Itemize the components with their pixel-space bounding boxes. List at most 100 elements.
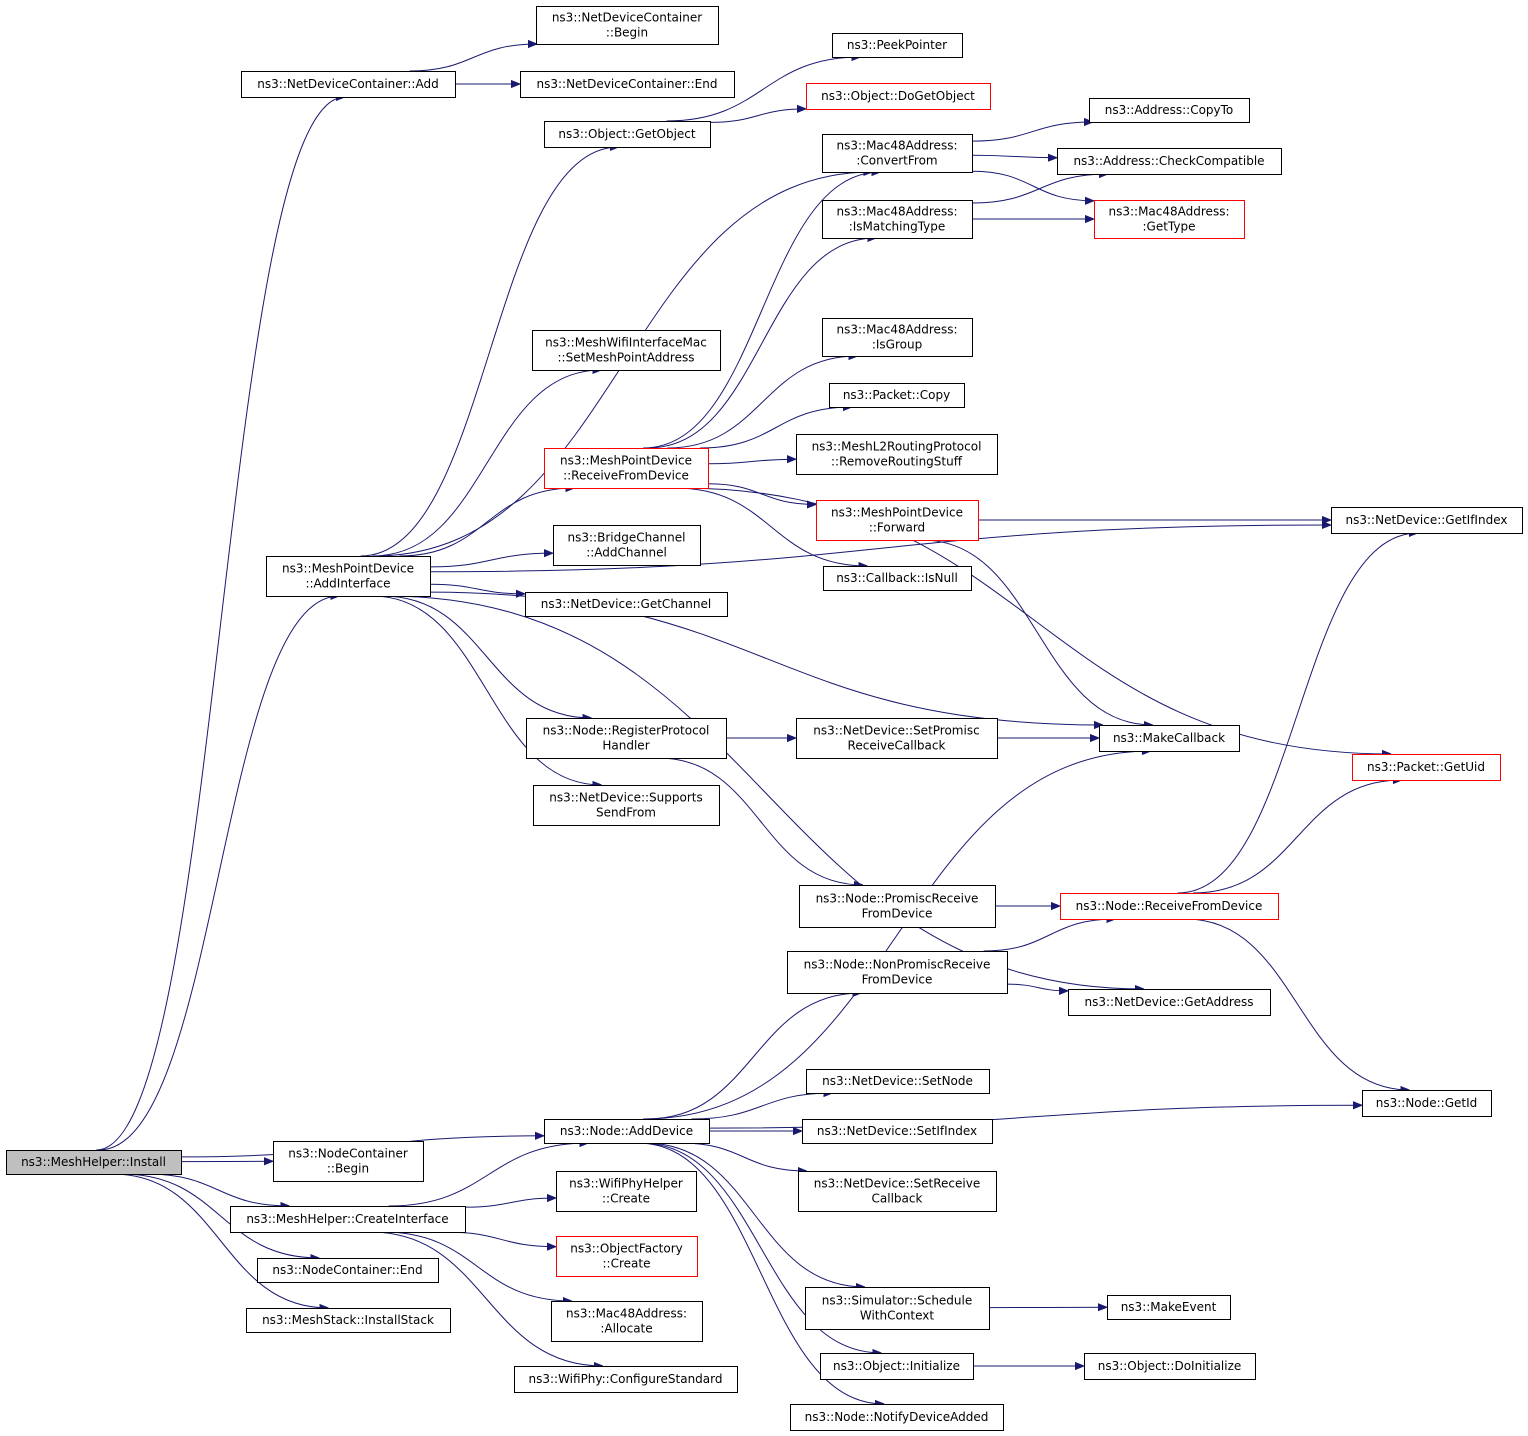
- node-label-ismatching-0: ns3::Mac48Address:: [837, 205, 958, 219]
- edge-mpd_recv-to-removerouting: [707, 459, 796, 465]
- node-getifindex[interactable]: ns3::NetDevice::GetIfIndex: [1331, 507, 1523, 534]
- node-installstack[interactable]: ns3::MeshStack::InstallStack: [246, 1308, 451, 1333]
- node-box-nc_end: [257, 1258, 439, 1283]
- node-addinterface[interactable]: ns3::MeshPointDevice::AddInterface: [266, 556, 431, 597]
- node-label-getchannel-0: ns3::NetDevice::GetChannel: [541, 597, 711, 611]
- node-install[interactable]: ns3::MeshHelper::Install: [6, 1150, 182, 1175]
- node-label-node_recv-0: ns3::Node::ReceiveFromDevice: [1076, 899, 1263, 913]
- node-label-doinitialize-0: ns3::Object::DoInitialize: [1098, 1359, 1242, 1373]
- node-configstd[interactable]: ns3::WifiPhy::ConfigureStandard: [514, 1366, 738, 1393]
- node-label-allocate-0: ns3::Mac48Address:: [566, 1307, 687, 1321]
- node-label-convertfrom-1: :ConvertFrom: [856, 154, 937, 168]
- node-isgroup[interactable]: ns3::Mac48Address::IsGroup: [822, 318, 973, 357]
- node-label-addinterface-0: ns3::MeshPointDevice: [282, 562, 414, 576]
- node-doinitialize[interactable]: ns3::Object::DoInitialize: [1084, 1353, 1256, 1380]
- node-setnode[interactable]: ns3::NetDevice::SetNode: [806, 1069, 990, 1094]
- node-label-setpromisc-1: ReceiveCallback: [848, 739, 946, 753]
- edge-addinterface-to-mpd_recv: [399, 488, 574, 557]
- node-adddevice[interactable]: ns3::Node::AddDevice: [544, 1119, 710, 1144]
- node-dogetobject[interactable]: ns3::Object::DoGetObject: [806, 83, 991, 110]
- node-checkcompat[interactable]: ns3::Address::CheckCompatible: [1057, 148, 1282, 175]
- node-removerouting[interactable]: ns3::MeshL2RoutingProtocol::RemoveRoutin…: [796, 434, 998, 475]
- node-box-isgroup: [822, 318, 973, 357]
- node-setifindex[interactable]: ns3::NetDevice::SetIfIndex: [802, 1119, 993, 1144]
- node-label-gettype-0: ns3::Mac48Address:: [1109, 205, 1230, 219]
- node-setmeshpoint[interactable]: ns3::MeshWifiInterfaceMac::SetMeshPointA…: [532, 330, 721, 371]
- node-allocate[interactable]: ns3::Mac48Address::Allocate: [551, 1301, 703, 1342]
- node-ndc_end[interactable]: ns3::NetDeviceContainer::End: [520, 71, 735, 98]
- edge-install-to-addinterface: [98, 596, 340, 1151]
- node-createinterface[interactable]: ns3::MeshHelper::CreateInterface: [230, 1206, 466, 1233]
- node-label-setrecvcb-1: Callback: [872, 1192, 923, 1206]
- node-node_recv[interactable]: ns3::Node::ReceiveFromDevice: [1060, 893, 1279, 920]
- node-isnull[interactable]: ns3::Callback::IsNull: [823, 566, 972, 591]
- node-notifydev[interactable]: ns3::Node::NotifyDeviceAdded: [790, 1404, 1004, 1431]
- node-label-mpd_forward-0: ns3::MeshPointDevice: [831, 506, 963, 520]
- node-ismatching[interactable]: ns3::Mac48Address::IsMatchingType: [822, 200, 973, 239]
- node-label-registerproto-0: ns3::Node::RegisterProtocol: [543, 724, 710, 738]
- edge-mpd_recv-to-ismatching: [647, 238, 877, 449]
- node-mpd_forward[interactable]: ns3::MeshPointDevice::Forward: [816, 500, 979, 541]
- node-label-setmeshpoint-0: ns3::MeshWifiInterfaceMac: [545, 336, 707, 350]
- edge-install-to-ndc_add: [96, 97, 345, 1151]
- node-ndc_add[interactable]: ns3::NetDeviceContainer::Add: [241, 71, 456, 98]
- node-bridge_add[interactable]: ns3::BridgeChannel::AddChannel: [553, 525, 701, 566]
- node-nc_begin[interactable]: ns3::NodeContainer::Begin: [273, 1141, 424, 1182]
- node-setpromisc[interactable]: ns3::NetDevice::SetPromiscReceiveCallbac…: [796, 718, 998, 759]
- node-box-addinterface: [266, 556, 431, 597]
- node-copyto[interactable]: ns3::Address::CopyTo: [1089, 98, 1250, 123]
- node-ndc_begin[interactable]: ns3::NetDeviceContainer::Begin: [536, 6, 719, 45]
- node-label-wifiphy_create-1: ::Create: [602, 1192, 650, 1206]
- node-label-ndc_end-0: ns3::NetDeviceContainer::End: [536, 77, 717, 91]
- node-getobject[interactable]: ns3::Object::GetObject: [544, 121, 711, 148]
- node-packetcopy[interactable]: ns3::Packet::Copy: [829, 383, 965, 408]
- node-peekpointer[interactable]: ns3::PeekPointer: [832, 33, 963, 58]
- node-nc_end[interactable]: ns3::NodeContainer::End: [257, 1258, 439, 1283]
- node-gettype[interactable]: ns3::Mac48Address::GetType: [1094, 200, 1245, 239]
- node-wifiphy_create[interactable]: ns3::WifiPhyHelper::Create: [556, 1171, 697, 1212]
- node-box-promiscrecv: [799, 885, 996, 928]
- node-box-ndc_begin: [536, 6, 719, 45]
- node-objfactory_create[interactable]: ns3::ObjectFactory::Create: [556, 1236, 698, 1277]
- node-box-initialize: [820, 1353, 974, 1380]
- node-label-nonpromisc-1: FromDevice: [862, 973, 933, 987]
- edge-createinterface-to-allocate: [383, 1231, 572, 1301]
- edge-addinterface-to-getaddress: [386, 595, 1144, 989]
- node-initialize[interactable]: ns3::Object::Initialize: [820, 1353, 974, 1380]
- node-label-objfactory_create-0: ns3::ObjectFactory: [570, 1242, 683, 1256]
- node-label-getuid-0: ns3::Packet::GetUid: [1367, 760, 1485, 774]
- node-makeevent[interactable]: ns3::MakeEvent: [1107, 1295, 1231, 1320]
- node-getid[interactable]: ns3::Node::GetId: [1362, 1090, 1492, 1117]
- node-box-makeevent: [1107, 1295, 1231, 1320]
- node-label-promiscrecv-1: FromDevice: [862, 907, 933, 921]
- node-label-gettype-1: :GetType: [1143, 220, 1196, 234]
- node-label-nc_begin-0: ns3::NodeContainer: [288, 1147, 408, 1161]
- node-label-mpd_forward-1: ::Forward: [869, 521, 925, 535]
- node-label-schedule-1: WithContext: [860, 1309, 935, 1323]
- edge-getobject-to-dogetobject: [709, 109, 806, 123]
- node-box-installstack: [246, 1308, 451, 1333]
- node-getchannel[interactable]: ns3::NetDevice::GetChannel: [525, 592, 728, 617]
- node-label-mpd_recv-1: ::ReceiveFromDevice: [563, 469, 689, 483]
- node-convertfrom[interactable]: ns3::Mac48Address::ConvertFrom: [822, 134, 973, 173]
- node-label-getifindex-0: ns3::NetDevice::GetIfIndex: [1346, 513, 1508, 527]
- node-getaddress[interactable]: ns3::NetDevice::GetAddress: [1068, 989, 1271, 1016]
- edge-createinterface-to-adddevice: [388, 1143, 589, 1207]
- node-getuid[interactable]: ns3::Packet::GetUid: [1352, 754, 1501, 781]
- node-box-ismatching: [822, 200, 973, 239]
- edge-addinterface-to-getifindex: [429, 525, 1331, 573]
- node-makecallback[interactable]: ns3::MakeCallback: [1099, 725, 1240, 752]
- edge-adddevice-to-initialize: [640, 1142, 881, 1353]
- node-label-registerproto-1: Handler: [602, 739, 649, 753]
- node-label-nonpromisc-0: ns3::Node::NonPromiscReceive: [804, 958, 991, 972]
- edge-createinterface-to-objfactory_create: [445, 1231, 556, 1247]
- node-mpd_recv[interactable]: ns3::MeshPointDevice::ReceiveFromDevice: [544, 448, 709, 489]
- node-box-notifydev: [790, 1404, 1004, 1431]
- node-box-getaddress: [1068, 989, 1271, 1016]
